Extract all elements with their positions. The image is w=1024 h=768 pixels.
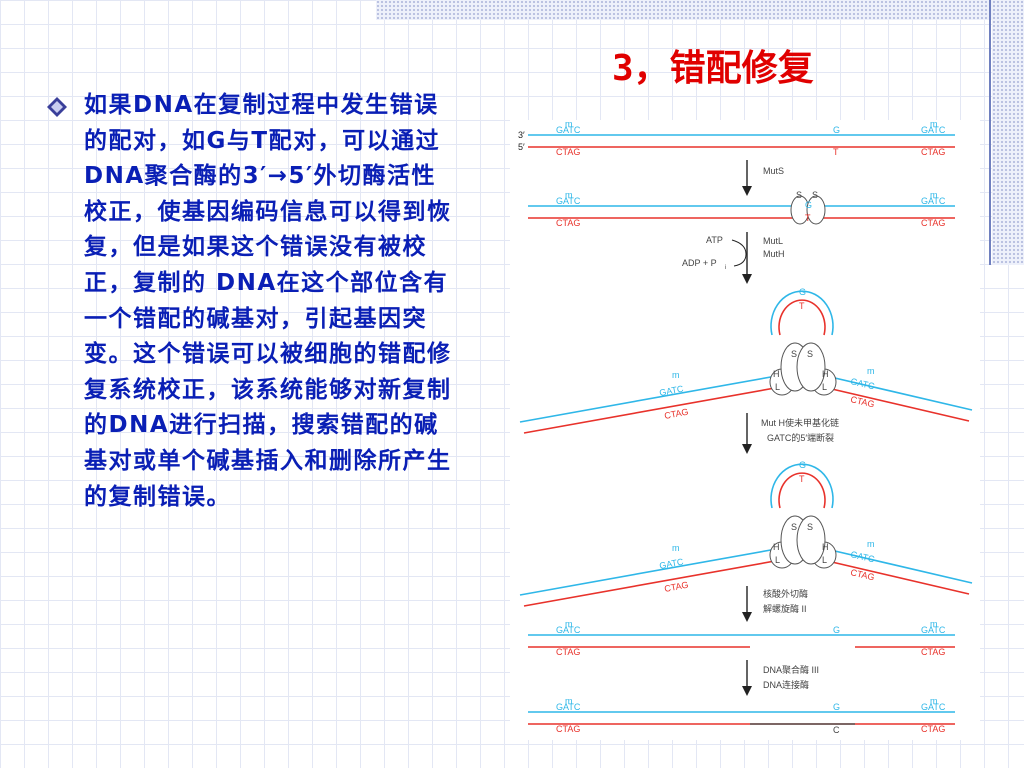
svg-text:GATC: GATC xyxy=(658,383,684,398)
right-decorative-band xyxy=(992,0,1024,265)
svg-text:CTAG: CTAG xyxy=(921,218,945,228)
svg-text:GATC: GATC xyxy=(921,196,946,206)
svg-text:G: G xyxy=(833,702,840,712)
svg-text:GATC: GATC xyxy=(556,196,581,206)
diamond-bullet-icon xyxy=(47,97,67,117)
muts-label: MutS xyxy=(763,166,784,176)
methyl-mark: m xyxy=(565,120,573,129)
gatc-label: GATC xyxy=(556,125,581,135)
svg-text:H: H xyxy=(822,369,829,379)
ctag-label: CTAG xyxy=(556,147,580,157)
svg-text:CTAG: CTAG xyxy=(663,407,689,421)
five-prime-label: 5′ xyxy=(518,142,525,152)
row-loop-complex-nicked: G T m GATC CTAG m GATC CTAG S S H L H L xyxy=(519,460,973,607)
muth-label: MutH xyxy=(763,249,785,259)
svg-text:CTAG: CTAG xyxy=(921,724,945,734)
top-decorative-band xyxy=(376,0,1024,20)
svg-text:CTAG: CTAG xyxy=(556,218,580,228)
ctag-label: CTAG xyxy=(921,147,945,157)
base-g: G xyxy=(833,125,840,135)
svg-text:S: S xyxy=(791,522,797,532)
three-prime-label: 3′ xyxy=(518,130,525,140)
svg-text:CTAG: CTAG xyxy=(556,647,580,657)
svg-text:m: m xyxy=(565,696,573,706)
svg-text:S: S xyxy=(807,522,813,532)
svg-text:G: G xyxy=(805,200,812,210)
svg-text:GATC: GATC xyxy=(556,702,581,712)
svg-text:m: m xyxy=(565,619,573,629)
svg-text:T: T xyxy=(799,301,805,311)
adp-subscript: i xyxy=(725,265,726,271)
slide-title: 3，错配修复 xyxy=(612,48,814,89)
adp-label: ADP + P xyxy=(682,258,717,268)
svg-text:S: S xyxy=(796,190,802,200)
svg-text:T: T xyxy=(805,213,811,223)
step-arrow-head xyxy=(742,186,752,196)
svg-text:GATC: GATC xyxy=(850,549,876,564)
svg-text:GATC: GATC xyxy=(850,376,876,391)
svg-text:m: m xyxy=(867,539,875,549)
svg-text:CTAG: CTAG xyxy=(663,580,689,594)
svg-text:H: H xyxy=(773,542,780,552)
row-mismatch: 3′ 5′ m GATC CTAG G T m GATC CTAG xyxy=(518,120,955,157)
row-muts-bound: m GATC CTAG m GATC CTAG S S G T xyxy=(528,190,955,228)
svg-text:GATC: GATC xyxy=(556,625,581,635)
svg-text:CTAG: CTAG xyxy=(921,647,945,657)
svg-text:L: L xyxy=(822,382,827,392)
svg-text:G: G xyxy=(799,287,806,297)
cleave-label-1: Mut H使未甲基化链 xyxy=(761,417,839,428)
mutl-label: MutL xyxy=(763,236,783,246)
svg-text:CTAG: CTAG xyxy=(850,567,876,582)
svg-text:H: H xyxy=(822,542,829,552)
svg-text:GATC: GATC xyxy=(658,556,684,571)
muts-protein-right xyxy=(806,195,826,225)
svg-text:L: L xyxy=(775,555,780,565)
svg-text:G: G xyxy=(833,625,840,635)
svg-text:GATC: GATC xyxy=(921,702,946,712)
svg-text:CTAG: CTAG xyxy=(556,724,580,734)
svg-text:m: m xyxy=(930,619,938,629)
pol-label-2: DNA连接酶 xyxy=(763,679,809,690)
gatc-label: GATC xyxy=(921,125,946,135)
row-gapped: m GATC CTAG G m GATC CTAG xyxy=(528,619,955,657)
base-t: T xyxy=(833,147,839,157)
methyl-mark: m xyxy=(930,120,938,129)
svg-text:S: S xyxy=(791,349,797,359)
svg-text:m: m xyxy=(930,190,938,200)
mismatch-repair-diagram: 3′ 5′ m GATC CTAG G T m GATC CTAG MutS m… xyxy=(510,120,980,740)
svg-text:H: H xyxy=(773,369,780,379)
right-decorative-line xyxy=(989,0,991,265)
svg-text:m: m xyxy=(930,696,938,706)
pol-label-1: DNA聚合酶 III xyxy=(763,664,819,675)
exo-label-2: 解螺旋酶 II xyxy=(763,603,807,614)
svg-text:m: m xyxy=(867,366,875,376)
svg-text:m: m xyxy=(672,543,680,553)
svg-text:L: L xyxy=(775,382,780,392)
atp-hydrolysis-arrow xyxy=(731,239,747,267)
atp-label: ATP xyxy=(706,235,723,245)
svg-text:CTAG: CTAG xyxy=(850,394,876,409)
svg-text:T: T xyxy=(799,474,805,484)
svg-text:S: S xyxy=(812,190,818,200)
svg-text:G: G xyxy=(799,460,806,470)
row-repaired: m GATC CTAG G C m GATC CTAG xyxy=(528,696,955,735)
row-loop-complex: G T m GATC CTAG m GATC CTAG S S H L H L xyxy=(519,287,973,434)
svg-text:GATC: GATC xyxy=(921,625,946,635)
exo-label-1: 核酸外切酶 xyxy=(763,588,808,599)
svg-text:m: m xyxy=(672,370,680,380)
cleave-label-2: GATC的5′端断裂 xyxy=(767,432,834,443)
svg-text:L: L xyxy=(822,555,827,565)
svg-text:S: S xyxy=(807,349,813,359)
svg-text:C: C xyxy=(833,725,840,735)
bullet-text: 如果DNA在复制过程中发生错误的配对，如G与T配对，可以通过DNA聚合酶的3′→… xyxy=(84,92,452,510)
svg-text:m: m xyxy=(565,190,573,200)
